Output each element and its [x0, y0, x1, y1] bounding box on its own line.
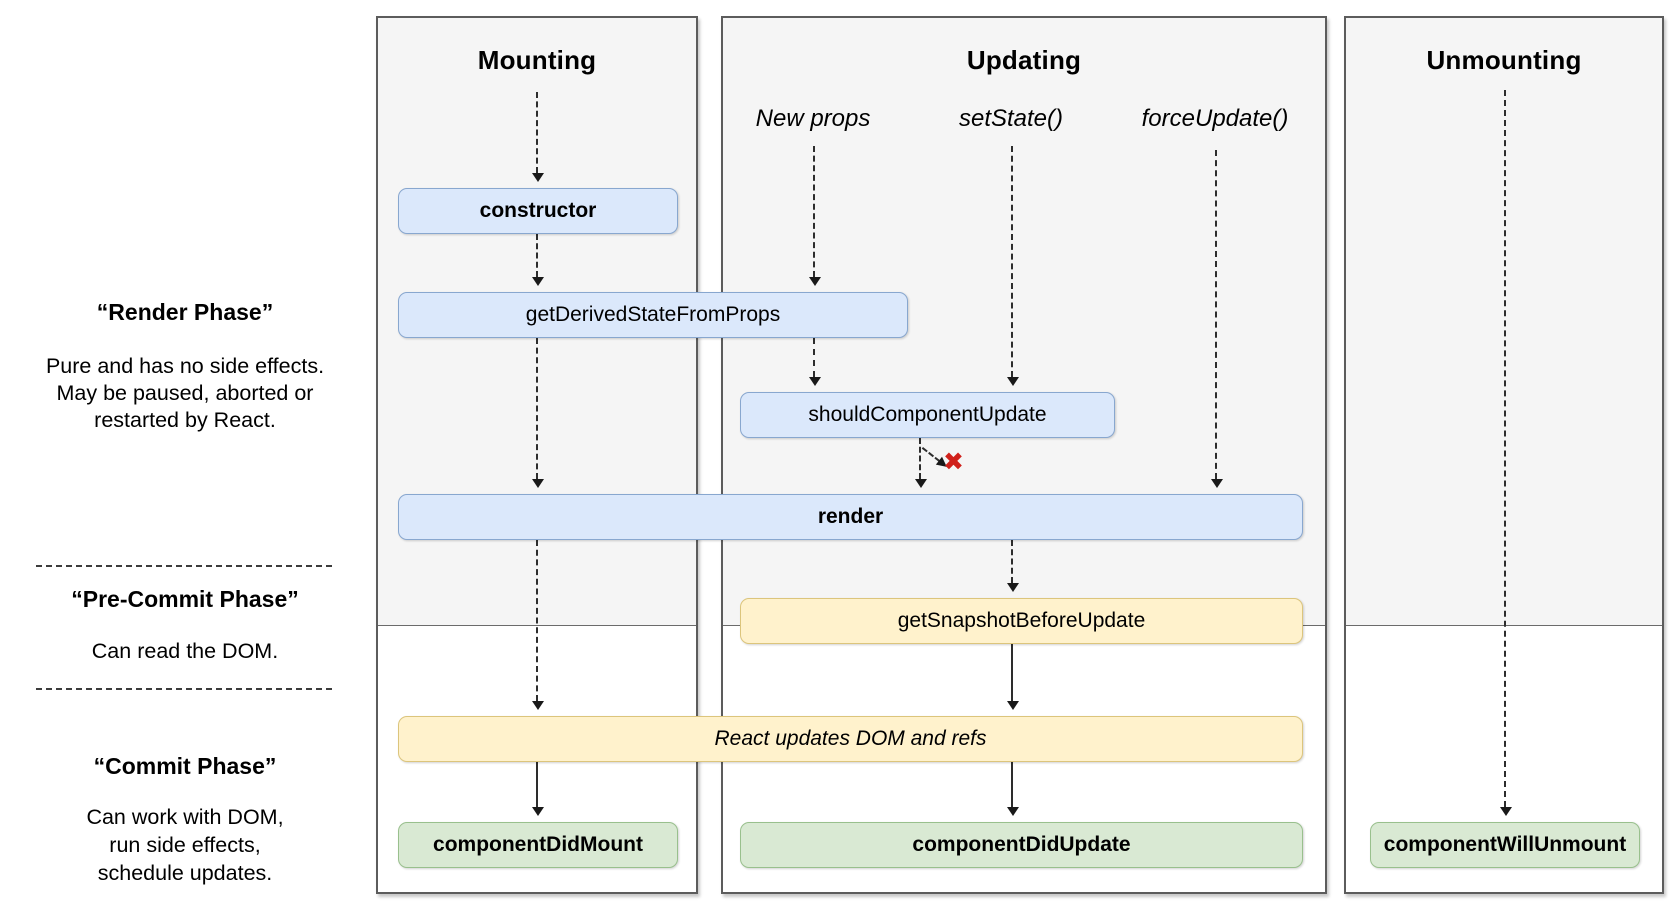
commit-phase-title: “Commit Phase”	[93, 753, 277, 779]
render-phase-desc-line: restarted by React.	[94, 408, 276, 432]
arrowhead	[1007, 701, 1019, 710]
arrow-setstate-to-shouldupdate	[1007, 146, 1019, 386]
should-component-update-box: shouldComponentUpdate	[740, 392, 1115, 438]
render-phase-title: “Render Phase”	[96, 299, 274, 325]
column-title-mounting: Mounting	[477, 45, 597, 75]
phase-divider	[36, 688, 332, 690]
arrowhead	[1007, 583, 1019, 592]
arrowhead	[1007, 377, 1019, 386]
column-updating: Updating	[721, 16, 1327, 894]
arrow-reactupdates-to-didupdate	[1007, 762, 1019, 816]
arrow-unmounting-to-willunmount	[1500, 90, 1512, 816]
arrowhead	[532, 807, 544, 816]
component-did-mount-box: componentDidMount	[398, 822, 678, 868]
arrow-getsnapshot-to-reactupdates	[1007, 644, 1019, 710]
arrowhead	[532, 479, 544, 488]
arrowhead	[532, 701, 544, 710]
arrowhead	[532, 277, 544, 286]
commit-phase-desc-line: run side effects,	[109, 833, 261, 857]
render-phase-desc-line: May be paused, aborted or	[56, 381, 314, 405]
trigger-new-props: New props	[755, 105, 871, 132]
arrowhead	[1007, 807, 1019, 816]
arrow-render-to-reactupdates	[532, 540, 544, 710]
commit-phase-desc-line: Can work with DOM,	[86, 805, 284, 829]
pre-commit-phase-title: “Pre-Commit Phase”	[71, 586, 299, 612]
arrowhead	[1500, 807, 1512, 816]
phase-divider	[36, 565, 332, 567]
trigger-set-state: setState()	[958, 105, 1064, 132]
get-snapshot-before-update-box: getSnapshotBeforeUpdate	[740, 598, 1303, 644]
update-aborted-x-icon: ✖	[943, 448, 964, 476]
render-phase-desc-line: Pure and has no side effects.	[45, 354, 325, 378]
arrowhead	[1211, 479, 1223, 488]
react-updates-dom-box: React updates DOM and refs	[398, 716, 1303, 762]
arrow-constructor-to-getderivedstate	[532, 234, 544, 286]
pre-commit-phase-desc-line: Can read the DOM.	[91, 639, 279, 663]
arrow-shouldupdate-to-render	[915, 438, 927, 488]
arrowhead	[532, 173, 544, 182]
arrow-render-to-getsnapshot	[1007, 540, 1019, 592]
arrow-newprops-to-getderivedstate	[809, 146, 821, 286]
arrowhead	[915, 479, 927, 488]
constructor-box: constructor	[398, 188, 678, 234]
arrow-mounting-start	[532, 92, 544, 182]
arrowhead	[809, 277, 821, 286]
arrowhead	[809, 377, 821, 386]
column-title-updating: Updating	[966, 45, 1082, 75]
get-derived-state-from-props-box: getDerivedStateFromProps	[398, 292, 908, 338]
arrow-reactupdates-to-didmount	[532, 762, 544, 816]
component-did-update-box: componentDidUpdate	[740, 822, 1303, 868]
render-box: render	[398, 494, 1303, 540]
column-title-unmounting: Unmounting	[1426, 45, 1582, 75]
arrow-forceupdate-to-render	[1211, 150, 1223, 488]
component-will-unmount-box: componentWillUnmount	[1370, 822, 1640, 868]
commit-phase-desc-line: schedule updates.	[97, 861, 273, 885]
trigger-force-update: forceUpdate()	[1141, 105, 1289, 132]
arrow-getderivedstate-to-render	[532, 338, 544, 488]
arrow-getderivedstate-to-shouldupdate	[809, 338, 821, 386]
